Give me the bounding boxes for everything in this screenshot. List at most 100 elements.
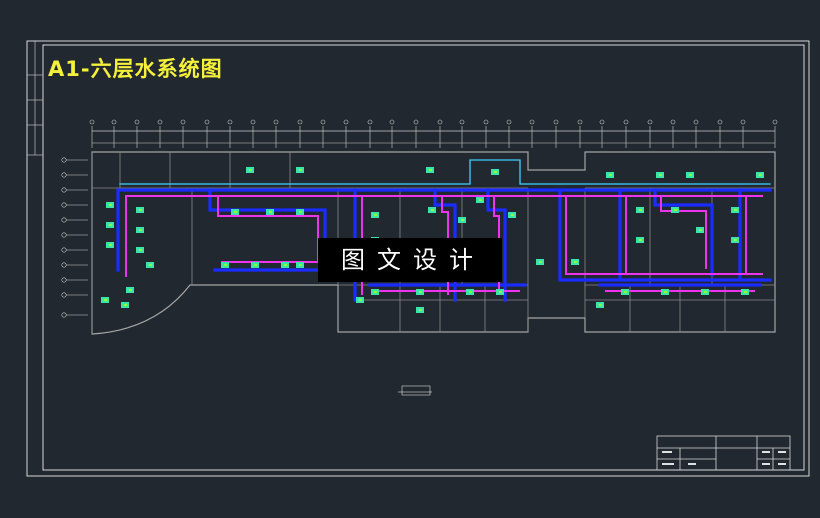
- axis-bubbles-left: [61, 157, 88, 318]
- drawing-title: A1-六层水系统图: [48, 57, 223, 81]
- unit-mark: [109, 204, 112, 206]
- axis-bubble: [89, 119, 95, 125]
- unit-mark: [659, 174, 662, 176]
- watermark-banner: 图文设计: [318, 238, 502, 282]
- axis-bubble: [367, 119, 373, 125]
- pipe-network: [116, 159, 772, 302]
- unit-mark: [639, 239, 642, 241]
- unit-mark: [599, 304, 602, 306]
- unit-mark: [139, 229, 142, 231]
- unit-mark: [224, 264, 227, 266]
- unit-mark: [124, 304, 127, 306]
- unit-mark: [254, 264, 257, 266]
- plan-caption-box: [401, 385, 431, 396]
- axis-bubble: [61, 172, 67, 178]
- dimension-ticks: [89, 119, 778, 148]
- axis-bubble: [740, 119, 746, 125]
- unit-mark: [759, 174, 762, 176]
- building-outline: [91, 151, 776, 335]
- axis-bubble: [647, 119, 653, 125]
- axis-bubble: [717, 119, 723, 125]
- axis-bubble: [61, 187, 67, 193]
- sheet-outer-border: [26, 40, 810, 477]
- unit-mark: [139, 249, 142, 251]
- axis-bubble: [111, 119, 117, 125]
- unit-mark: [234, 211, 237, 213]
- axis-bubble: [204, 119, 210, 125]
- axis-bubble: [61, 262, 67, 268]
- title-block-text-marks: [662, 451, 786, 465]
- unit-mark: [299, 264, 302, 266]
- unit-mark: [104, 299, 107, 301]
- axis-bubble: [577, 119, 583, 125]
- unit-mark: [374, 291, 377, 293]
- sheet-inner-border: [42, 44, 805, 471]
- unit-mark: [734, 239, 737, 241]
- axis-bubble: [506, 119, 512, 125]
- axis-bubble: [273, 119, 279, 125]
- axis-bubble: [61, 312, 67, 318]
- unit-mark: [249, 169, 252, 171]
- unit-mark: [461, 219, 464, 221]
- binding-strip: [27, 41, 43, 156]
- unit-mark: [359, 299, 362, 301]
- axis-bubble: [297, 119, 303, 125]
- return-pipe: [565, 195, 763, 275]
- unit-mark: [429, 169, 432, 171]
- axis-bubble: [227, 119, 233, 125]
- axis-bubble: [61, 292, 67, 298]
- unit-mark: [149, 264, 152, 266]
- unit-mark: [109, 244, 112, 246]
- unit-mark: [704, 291, 707, 293]
- unit-mark: [689, 174, 692, 176]
- unit-mark: [674, 209, 677, 211]
- unit-mark: [511, 214, 514, 216]
- unit-mark: [299, 211, 302, 213]
- axis-bubble: [61, 202, 67, 208]
- unit-mark: [269, 211, 272, 213]
- unit-mark: [139, 209, 142, 211]
- unit-mark: [469, 291, 472, 293]
- axis-bubble: [389, 119, 395, 125]
- axis-bubble: [459, 119, 465, 125]
- unit-mark: [284, 264, 287, 266]
- supply-pipe: [558, 188, 772, 282]
- axis-bubble: [693, 119, 699, 125]
- unit-mark: [494, 171, 497, 173]
- axis-bubble: [529, 119, 535, 125]
- axis-bubble: [553, 119, 559, 125]
- unit-mark: [479, 199, 482, 201]
- axis-bubble: [343, 119, 349, 125]
- condensate-pipe: [119, 159, 771, 185]
- unit-mark: [609, 174, 612, 176]
- fan-coil-units: [101, 167, 764, 313]
- unit-mark: [419, 309, 422, 311]
- unit-mark: [574, 261, 577, 263]
- supply-pipe: [116, 188, 772, 272]
- unit-mark: [664, 291, 667, 293]
- unit-mark: [639, 209, 642, 211]
- unit-mark: [431, 209, 434, 211]
- unit-mark: [744, 291, 747, 293]
- axis-bubble: [61, 157, 67, 163]
- axis-bubble: [180, 119, 186, 125]
- unit-mark: [499, 291, 502, 293]
- axis-bubble: [250, 119, 256, 125]
- unit-mark: [539, 261, 542, 263]
- axis-bubble: [157, 119, 163, 125]
- axis-bubble: [670, 119, 676, 125]
- axis-bubble: [61, 232, 67, 238]
- axis-bubble: [599, 119, 605, 125]
- axis-bubble: [772, 119, 778, 125]
- unit-mark: [299, 169, 302, 171]
- axis-bubble: [61, 247, 67, 253]
- title-block: [656, 435, 791, 471]
- axis-bubble: [320, 119, 326, 125]
- axis-bubble: [413, 119, 419, 125]
- unit-mark: [419, 291, 422, 293]
- axis-bubble: [134, 119, 140, 125]
- axis-bubble: [623, 119, 629, 125]
- unit-mark: [734, 209, 737, 211]
- unit-mark: [699, 229, 702, 231]
